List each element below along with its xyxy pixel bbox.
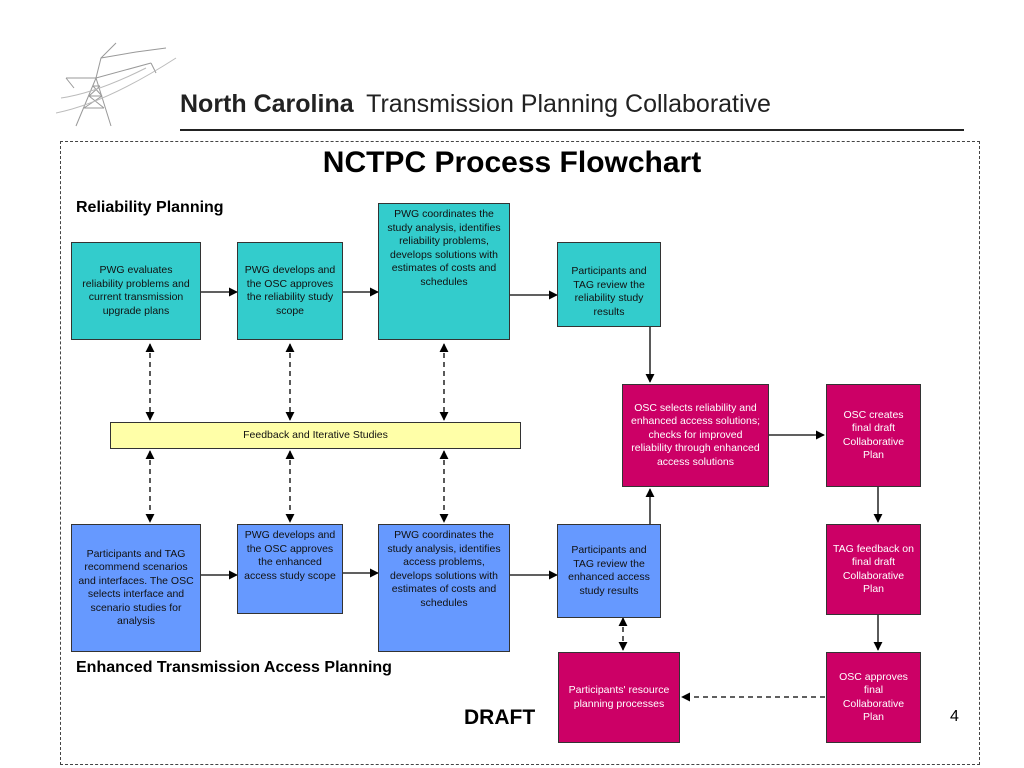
- header-brand: North Carolina Transmission Planning Col…: [180, 90, 771, 119]
- access-step-2: PWG develops and the OSC approves the en…: [237, 524, 343, 614]
- access-step-4: Participants and TAG review the enhanced…: [557, 524, 661, 618]
- content-frame: [60, 141, 980, 765]
- feedback-bar: Feedback and Iterative Studies: [110, 422, 521, 449]
- participants-resource-planning: Participants' resource planning processe…: [558, 652, 680, 743]
- reliability-step-4: Participants and TAG review the reliabil…: [557, 242, 661, 327]
- page-title: NCTPC Process Flowchart: [322, 146, 702, 179]
- reliability-step-2: PWG develops and the OSC approves the re…: [237, 242, 343, 340]
- access-step-1: Participants and TAG recommend scenarios…: [71, 524, 201, 652]
- brand-bold: North Carolina: [180, 90, 354, 118]
- reliability-step-1: PWG evaluates reliability problems and c…: [71, 242, 201, 340]
- header-divider: [180, 129, 964, 131]
- access-step-3: PWG coordinates the study analysis, iden…: [378, 524, 510, 652]
- section-label-reliability: Reliability Planning: [76, 199, 224, 216]
- page-number: 4: [950, 708, 959, 725]
- draft-label: DRAFT: [464, 706, 536, 729]
- reliability-step-3: PWG coordinates the study analysis, iden…: [378, 203, 510, 340]
- brand-rest: Transmission Planning Collaborative: [366, 90, 771, 118]
- section-label-access: Enhanced Transmission Access Planning: [76, 659, 392, 676]
- transmission-tower-icon: [56, 42, 177, 127]
- osc-selects-solutions: OSC selects reliability and enhanced acc…: [622, 384, 769, 487]
- osc-approves-plan: OSC approves final Collaborative Plan: [826, 652, 921, 743]
- tag-feedback-plan: TAG feedback on final draft Collaborativ…: [826, 524, 921, 615]
- osc-creates-plan: OSC creates final draft Collaborative Pl…: [826, 384, 921, 487]
